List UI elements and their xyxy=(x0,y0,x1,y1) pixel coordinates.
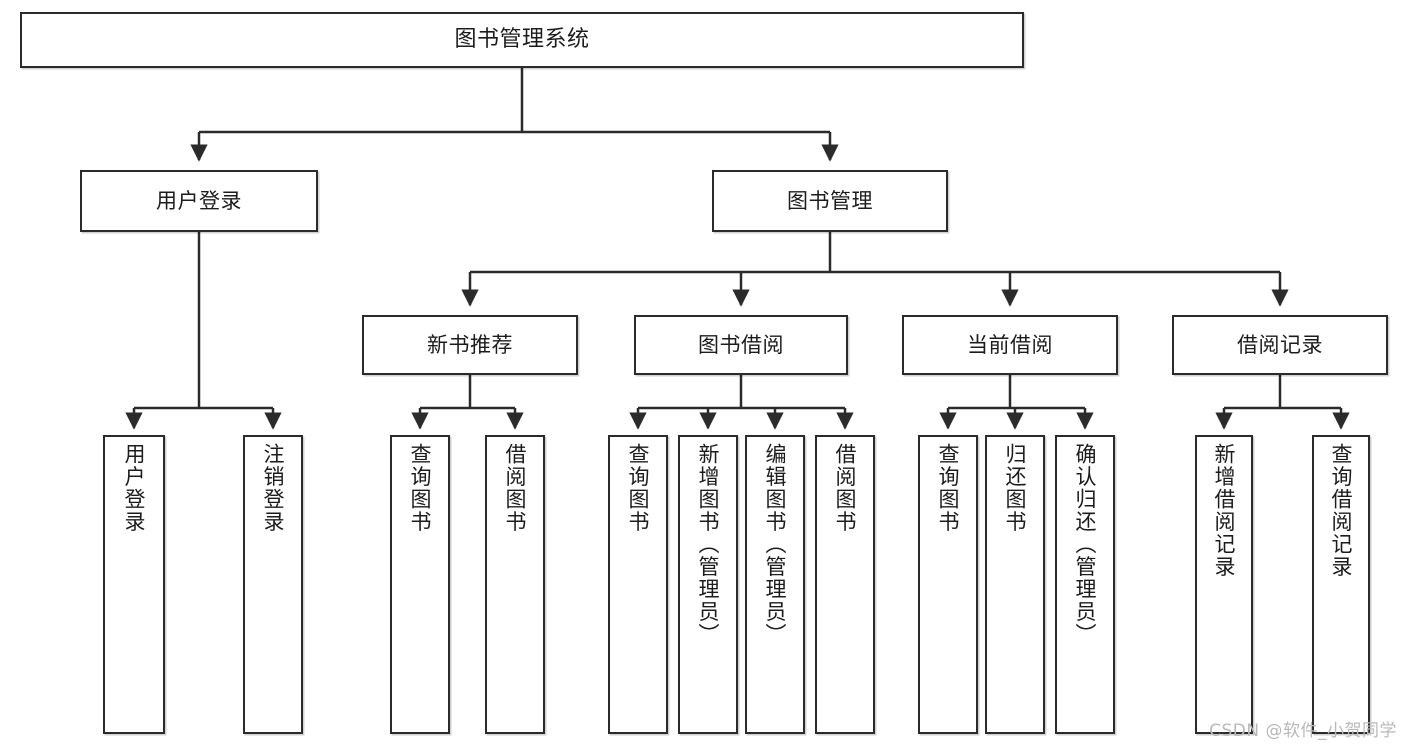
node-label: 查询图书 xyxy=(936,443,961,533)
node-label: 图书管理 xyxy=(787,188,873,213)
node-label: 用户登录 xyxy=(122,443,147,533)
node-label: 借阅图书 xyxy=(833,443,858,533)
node-label: 确认归还（管理员） xyxy=(1073,443,1098,646)
node-borrow-record[interactable]: 借阅记录 xyxy=(1172,315,1388,375)
node-leaf-user-login[interactable]: 用户登录 xyxy=(103,435,165,734)
node-leaf-borrow-book-2[interactable]: 借阅图书 xyxy=(815,435,875,734)
node-label: 图书管理系统 xyxy=(454,27,590,53)
node-label: 编辑图书（管理员） xyxy=(763,443,788,646)
node-label: 当前借阅 xyxy=(967,332,1053,357)
node-label: 用户登录 xyxy=(156,188,242,213)
node-root-book-management-system[interactable]: 图书管理系统 xyxy=(20,12,1024,68)
node-leaf-confirm-return[interactable]: 确认归还（管理员） xyxy=(1055,435,1115,734)
node-label: 新书推荐 xyxy=(427,332,513,357)
node-leaf-query-book-3[interactable]: 查询图书 xyxy=(918,435,978,734)
node-label: 借阅图书 xyxy=(503,443,528,533)
node-leaf-query-book-2[interactable]: 查询图书 xyxy=(608,435,668,734)
node-leaf-query-borrow-record[interactable]: 查询借阅记录 xyxy=(1312,435,1370,734)
node-label: 借阅记录 xyxy=(1237,332,1323,357)
node-current-borrow[interactable]: 当前借阅 xyxy=(902,315,1118,375)
node-leaf-add-book[interactable]: 新增图书（管理员） xyxy=(678,435,738,734)
node-leaf-return-book[interactable]: 归还图书 xyxy=(985,435,1045,734)
node-user-login[interactable]: 用户登录 xyxy=(80,170,318,232)
node-new-book-recommend[interactable]: 新书推荐 xyxy=(362,315,578,375)
node-label: 查询图书 xyxy=(626,443,651,533)
node-label: 图书借阅 xyxy=(698,332,784,357)
node-label: 新增借阅记录 xyxy=(1212,443,1237,578)
node-book-manage[interactable]: 图书管理 xyxy=(712,170,948,232)
node-label: 查询借阅记录 xyxy=(1329,443,1354,578)
node-leaf-borrow-book-1[interactable]: 借阅图书 xyxy=(485,435,545,734)
node-leaf-user-logout[interactable]: 注销登录 xyxy=(243,435,303,734)
node-label: 查询图书 xyxy=(408,443,433,533)
node-leaf-query-book-1[interactable]: 查询图书 xyxy=(390,435,450,734)
csdn-watermark: CSDN @软件_小贺同学 xyxy=(1209,721,1397,741)
node-label: 新增图书（管理员） xyxy=(696,443,721,646)
node-label: 注销登录 xyxy=(261,443,286,533)
node-label: 归还图书 xyxy=(1003,443,1028,533)
node-leaf-edit-book[interactable]: 编辑图书（管理员） xyxy=(745,435,805,734)
node-book-borrow[interactable]: 图书借阅 xyxy=(634,315,848,375)
node-leaf-add-borrow-record[interactable]: 新增借阅记录 xyxy=(1195,435,1253,734)
